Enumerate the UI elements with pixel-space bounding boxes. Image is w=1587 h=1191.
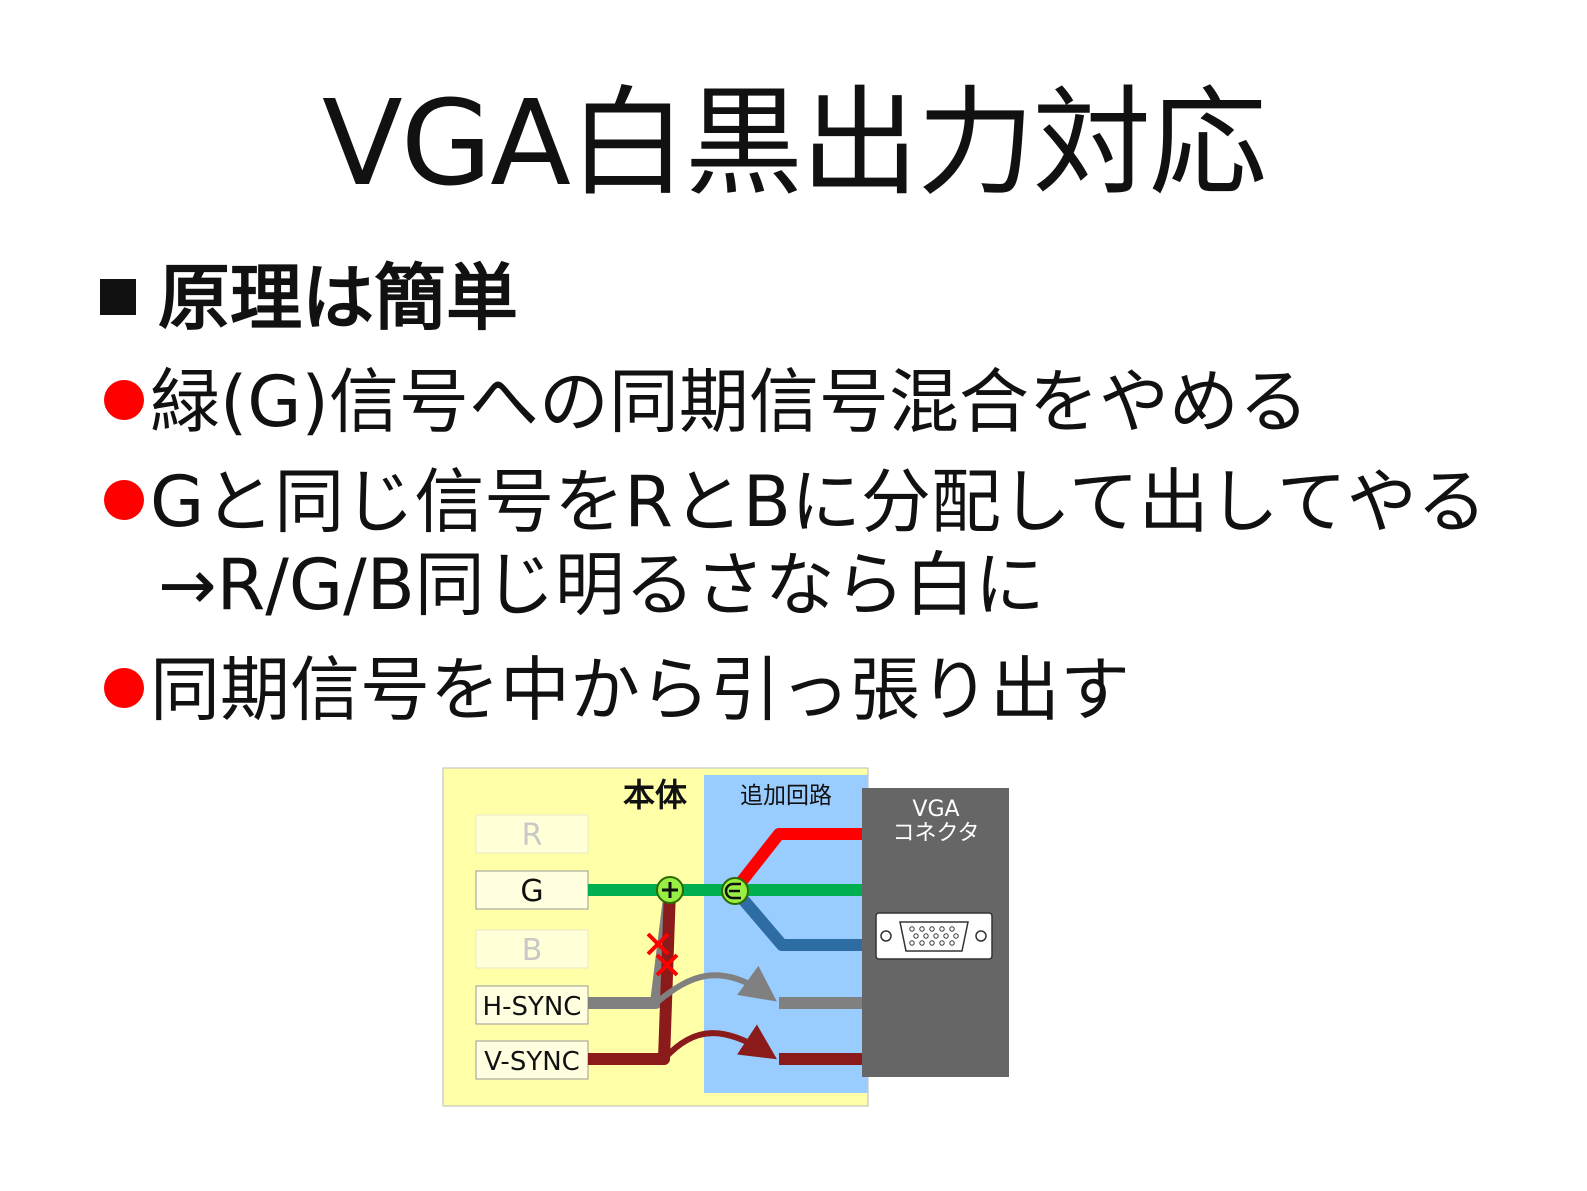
vsync-arrow [661,1024,778,1062]
signal-box-r [475,814,589,854]
signal-label-r: R [522,818,543,853]
bullet-item: 同期信号を中から引っ張り出す [104,650,1130,730]
signal-box-g [475,870,589,910]
vga-port-icon [875,912,993,960]
red-dot-icon [104,668,144,708]
bullet-text: 緑(G)信号への同期信号混合をやめる [150,361,1309,443]
sub-bullet-text: →R/G/B同じ明るさなら白に [158,544,1045,626]
connector-label: VGA [912,797,959,822]
section-heading-text: 原理は簡単 [158,256,519,340]
body-label: 本体 [623,776,687,814]
blue-wire [730,886,862,951]
signal-label-b: B [522,933,543,968]
signal-box-hsync [475,985,589,1025]
cut-mark-icon [646,932,670,956]
signal-label-g: G [520,874,543,909]
section-heading: 原理は簡単 [100,258,518,338]
signal-box-b [475,929,589,969]
red-wire [730,828,862,894]
square-bullet-icon [100,279,136,315]
cut-mark-icon [655,953,679,977]
hsync-arrow [654,965,777,1006]
mixer-plus-icon [656,876,684,904]
added-circuit-panel [704,775,868,1093]
bullet-item: 緑(G)信号への同期信号混合をやめる [104,362,1309,442]
added-circuit-label: 追加回路 [740,783,832,809]
splitter-node-icon [721,877,749,905]
signal-label-vsync: V-SYNC [484,1047,580,1077]
bullet-item: Gと同じ信号をRとBに分配して出してやる [104,462,1487,542]
red-dot-icon [104,480,144,520]
connector-label: コネクタ [892,821,979,846]
red-dot-icon [104,380,144,420]
signal-box-vsync [475,1040,589,1080]
bullet-text: 同期信号を中から引っ張り出す [150,649,1130,731]
slide-title: VGA白黒出力対応 [322,74,1267,212]
signal-label-hsync: H-SYNC [483,992,582,1022]
bullet-text: Gと同じ信号をRとBに分配して出してやる [150,461,1487,543]
